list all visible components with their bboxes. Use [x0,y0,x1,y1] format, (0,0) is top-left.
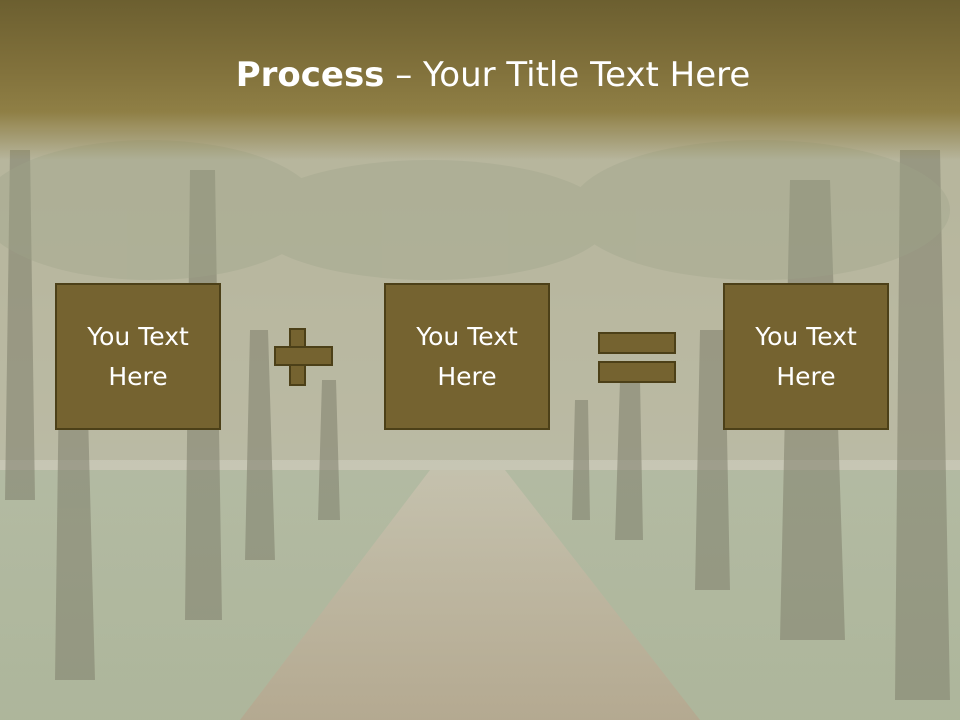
process-box-2-line1: You Text [416,321,518,351]
process-box-2-line2: Here [437,361,497,391]
process-box-3-line1: You Text [755,321,857,351]
slide-title-bold: Process [235,55,385,95]
process-box-1-line1: You Text [87,321,189,351]
process-box-1-line2: Here [108,361,168,391]
slide-title-rest: – Your Title Text Here [384,55,751,95]
process-box-3-line2: Here [776,361,836,391]
process-box-2: You Text Here [384,283,550,430]
process-box-1: You Text Here [55,283,221,430]
slide-title: Process – Your Title Text Here [0,52,960,98]
header-band [0,0,960,160]
process-box-3: You Text Here [723,283,889,430]
